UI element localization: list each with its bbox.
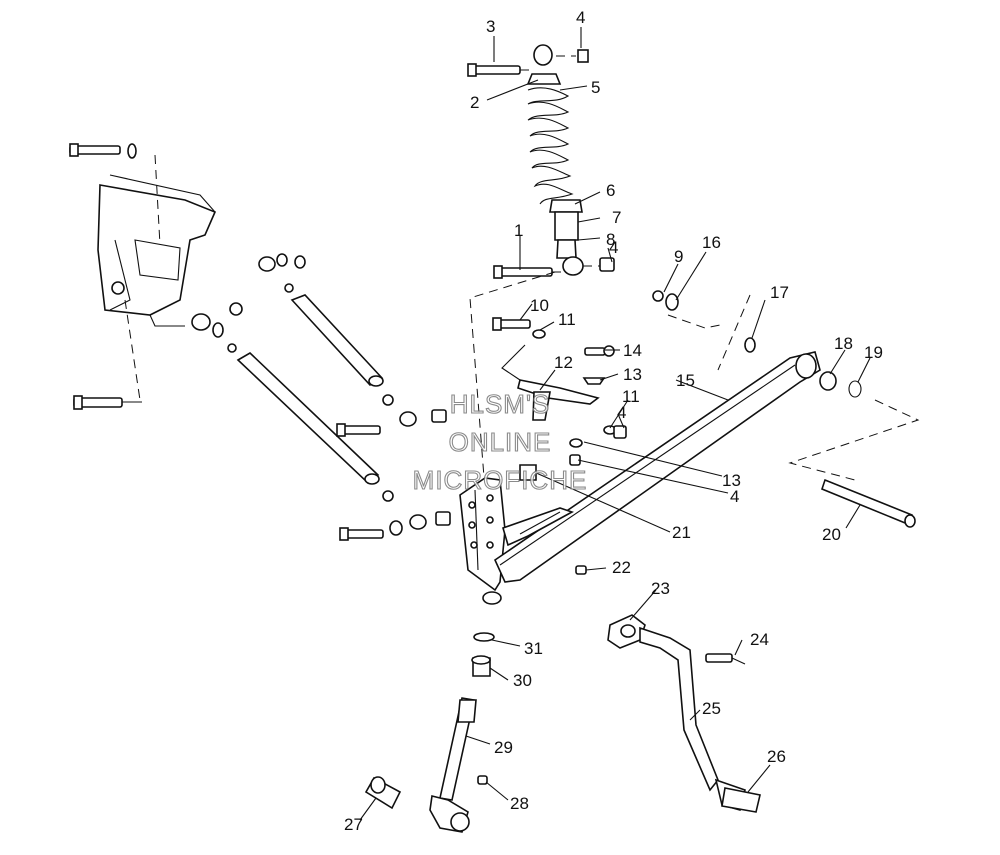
lower-radius-rod [191, 302, 380, 485]
callout-4-lower: 4 [730, 487, 739, 506]
washer-stack [652, 290, 756, 371]
callout-14: 14 [623, 341, 642, 360]
spindle-shaft [364, 632, 495, 833]
callout-1: 1 [514, 221, 523, 240]
callout-13-upper: 13 [623, 365, 642, 384]
callout-2: 2 [470, 93, 479, 112]
leader-lines [359, 27, 871, 821]
callout-21: 21 [672, 523, 691, 542]
callout-3: 3 [486, 17, 495, 36]
callout-8: 8 [606, 230, 615, 249]
callout-16: 16 [702, 233, 721, 252]
callout-30: 30 [513, 671, 532, 690]
frame-bracket [97, 154, 217, 401]
callout-25: 25 [702, 699, 721, 718]
callout-11-upper: 11 [558, 310, 576, 329]
callout-11-lower: 11 [622, 387, 640, 406]
callout-13-lower: 13 [722, 471, 741, 490]
callout-17: 17 [770, 283, 789, 302]
set-screw-22 [575, 565, 587, 575]
arm-bushing-parts [788, 371, 920, 528]
callout-12: 12 [554, 353, 573, 372]
callout-27: 27 [344, 815, 363, 834]
callout-10: 10 [530, 296, 549, 315]
upper-radius-rod [258, 253, 384, 387]
watermark-line-3: MICROFICHE [413, 465, 588, 495]
spindle-hardware [336, 317, 627, 541]
callout-4-shock: 4 [609, 238, 618, 257]
callout-6: 6 [606, 181, 615, 200]
watermark: HLSM'S ONLINE MICROFICHE [412, 388, 588, 495]
callout-22: 22 [612, 558, 631, 577]
callout-24: 24 [750, 630, 769, 649]
callout-31: 31 [524, 639, 543, 658]
callout-15: 15 [676, 371, 695, 390]
callout-28: 28 [510, 794, 529, 813]
steering-linkage [607, 614, 761, 813]
callout-4-top: 4 [576, 8, 585, 27]
callout-29: 29 [494, 738, 513, 757]
callout-9: 9 [674, 247, 683, 266]
callout-5: 5 [591, 78, 600, 97]
bracket-bolt-top [69, 143, 137, 159]
callout-7: 7 [612, 208, 621, 227]
watermark-line-1: HLSM'S [450, 389, 551, 419]
callout-20: 20 [822, 525, 841, 544]
trailing-arm [493, 351, 821, 583]
spindle-assembly [459, 477, 506, 605]
callout-19: 19 [864, 343, 883, 362]
callout-26: 26 [767, 747, 786, 766]
callout-labels: 3 4 2 5 6 7 8 4 1 9 16 17 10 11 12 14 13… [344, 8, 883, 834]
callout-18: 18 [834, 334, 853, 353]
bracket-bolt-bottom [73, 395, 142, 410]
shock-absorber [467, 44, 615, 491]
watermark-line-2: ONLINE [449, 427, 552, 457]
callout-23: 23 [651, 579, 670, 598]
callout-4-mid: 4 [617, 403, 626, 422]
